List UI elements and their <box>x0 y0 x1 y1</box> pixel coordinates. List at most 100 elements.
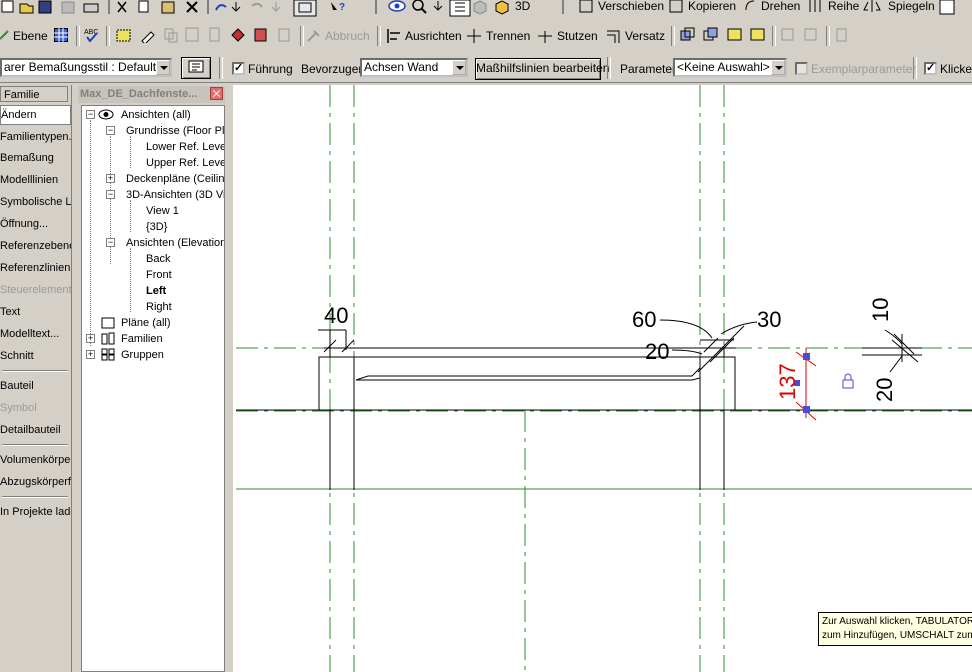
offset-button[interactable]: Versatz <box>606 26 665 46</box>
tree-item-3d[interactable]: {3D} <box>146 221 168 233</box>
pin-icon[interactable] <box>780 27 796 43</box>
view-3d-label[interactable]: 3D <box>515 0 531 13</box>
grip-handle[interactable] <box>794 380 800 386</box>
type-properties-button[interactable] <box>181 57 211 79</box>
leader-10[interactable] <box>884 329 903 345</box>
design-bar-modify[interactable]: Ändern <box>0 105 71 125</box>
rotate-icon[interactable] <box>745 0 755 11</box>
copy-element-icon[interactable] <box>669 0 683 13</box>
properties-toggle[interactable] <box>449 0 471 17</box>
mirror-label[interactable]: Spiegeln <box>888 0 935 13</box>
frame-outline[interactable] <box>318 356 736 411</box>
undo-dropdown-icon[interactable] <box>231 2 241 12</box>
leader-60[interactable] <box>659 319 713 339</box>
design-bar-void-form[interactable]: Abzugskörperform <box>0 476 71 488</box>
tree-item-ceiling-plans[interactable]: Deckenpläne (Ceiling Plans) <box>126 173 225 185</box>
mirror-icon[interactable] <box>863 0 881 12</box>
join-icon[interactable] <box>277 27 293 43</box>
move-label[interactable]: Verschieben <box>598 0 664 13</box>
tree-item-sheets-all[interactable]: Pläne (all) <box>121 317 171 329</box>
chevron-down-icon[interactable] <box>452 60 466 75</box>
tree-item-3d-views[interactable]: 3D-Ansichten (3D Views) <box>126 189 224 201</box>
open-icon[interactable] <box>19 3 34 14</box>
spellcheck-icon[interactable]: ABC <box>84 27 100 43</box>
undo-icon[interactable] <box>215 4 227 11</box>
design-bar-reference-lines[interactable]: Referenzlinien <box>0 262 71 274</box>
cut-geometry-icon[interactable] <box>185 27 201 43</box>
design-bar-dimension[interactable]: Bemaßung <box>0 152 54 164</box>
move-icon[interactable] <box>579 0 593 13</box>
tree-item-lower-ref-level[interactable]: Lower Ref. Level <box>146 141 225 153</box>
dim-text-137[interactable]: 137 <box>775 363 800 400</box>
tree-item-upper-ref-level[interactable]: Upper Ref. Level <box>146 157 225 169</box>
copy-to-level-icon[interactable] <box>680 27 696 43</box>
rotate-label[interactable]: Drehen <box>761 0 800 13</box>
drawing-canvas[interactable]: 40 60 30 20 137 10 20 <box>233 85 972 672</box>
tree-item-families[interactable]: Familien <box>121 333 163 345</box>
dimension-style-select[interactable]: arer Bemaßungsstil : Default linea <box>0 58 172 77</box>
split-button[interactable]: Trennen <box>467 26 530 46</box>
lock-icon[interactable] <box>842 373 854 389</box>
paint-icon[interactable] <box>230 27 246 43</box>
save-all-icon[interactable] <box>61 1 75 14</box>
array-label[interactable]: Reihe <box>828 0 860 13</box>
trim-button[interactable]: Stutzen <box>538 26 598 46</box>
grid-icon[interactable] <box>54 28 68 42</box>
leader-checkbox[interactable] <box>232 61 245 75</box>
tree-item-left[interactable]: Left <box>146 285 167 297</box>
leader-20-right[interactable] <box>889 355 903 373</box>
collapse-toggle[interactable]: − <box>86 109 95 119</box>
zoom-dropdown-icon[interactable] <box>433 1 443 11</box>
design-bar-tab-family[interactable]: Familie <box>0 86 68 102</box>
chevron-down-icon[interactable] <box>156 60 170 75</box>
selected-dimension-137[interactable] <box>794 348 817 421</box>
paste-icon[interactable] <box>161 1 175 14</box>
expand-toggle[interactable]: + <box>86 349 95 359</box>
close-icon[interactable] <box>210 87 223 100</box>
collapse-toggle[interactable]: − <box>106 189 115 199</box>
new-icon[interactable] <box>1 0 14 13</box>
chevron-down-icon[interactable] <box>771 60 785 75</box>
split-face-icon[interactable] <box>253 27 269 43</box>
paste-aligned-icon[interactable] <box>703 27 719 43</box>
instance-parameter-checkbox[interactable] <box>795 62 808 75</box>
dim-text-40[interactable]: 40 <box>324 303 348 328</box>
design-bar-model-lines[interactable]: Modelllinien <box>0 174 59 186</box>
zoom-icon[interactable] <box>412 0 424 11</box>
ungroup-icon[interactable] <box>750 27 766 43</box>
parameter-select[interactable]: <Keine Auswahl> <box>673 58 787 77</box>
design-bar-family-types[interactable]: Familientypen... <box>0 131 71 143</box>
design-bar-section[interactable]: Schnitt <box>0 350 34 362</box>
tree-item-front[interactable]: Front <box>146 269 172 281</box>
whats-this-icon[interactable] <box>331 2 337 10</box>
tree-item-right[interactable]: Right <box>146 301 172 313</box>
dim-text-20[interactable]: 20 <box>645 339 669 364</box>
design-bar-solid-form[interactable]: Volumenkörperform <box>0 454 71 466</box>
unpin-icon[interactable] <box>803 27 819 43</box>
dim-text-60[interactable]: 60 <box>632 307 656 332</box>
tree-item-groups[interactable]: Gruppen <box>121 349 164 361</box>
edit-witness-lines-button[interactable]: Maßhilfslinien bearbeiten <box>475 58 609 80</box>
uncut-geometry-icon[interactable] <box>207 27 223 43</box>
dim-text-10[interactable]: 10 <box>868 298 893 322</box>
print-icon[interactable] <box>83 3 99 13</box>
design-bar-reference-plane[interactable]: Referenzebene <box>0 240 71 252</box>
cut-icon[interactable] <box>117 1 127 13</box>
copy-element-label[interactable]: Kopieren <box>688 0 736 13</box>
elevation-drawing[interactable]: 40 60 30 20 137 10 20 <box>233 85 972 672</box>
grip-handle[interactable] <box>803 406 810 413</box>
workplane-button[interactable]: Ebene <box>0 26 48 46</box>
design-bar-model-text[interactable]: Modelltext... <box>0 328 60 340</box>
3d-view-icon[interactable] <box>495 0 509 15</box>
tree-item-views-all[interactable]: Ansichten (all) <box>121 109 191 121</box>
leader-30[interactable] <box>720 321 758 335</box>
resize-icon[interactable] <box>939 0 955 15</box>
expand-toggle[interactable]: + <box>86 333 95 343</box>
tree-item-floor-plans[interactable]: Grundrisse (Floor Plans) <box>126 125 225 137</box>
copy-icon[interactable] <box>138 0 149 13</box>
design-bar-text[interactable]: Text <box>0 306 21 318</box>
lock-dimension-icon[interactable] <box>834 27 850 43</box>
delete-icon[interactable] <box>186 1 198 13</box>
tree-item-elevations[interactable]: Ansichten (Elevations) <box>126 237 225 249</box>
design-bar-symbolic-lines[interactable]: Symbolische Linie <box>0 196 71 208</box>
